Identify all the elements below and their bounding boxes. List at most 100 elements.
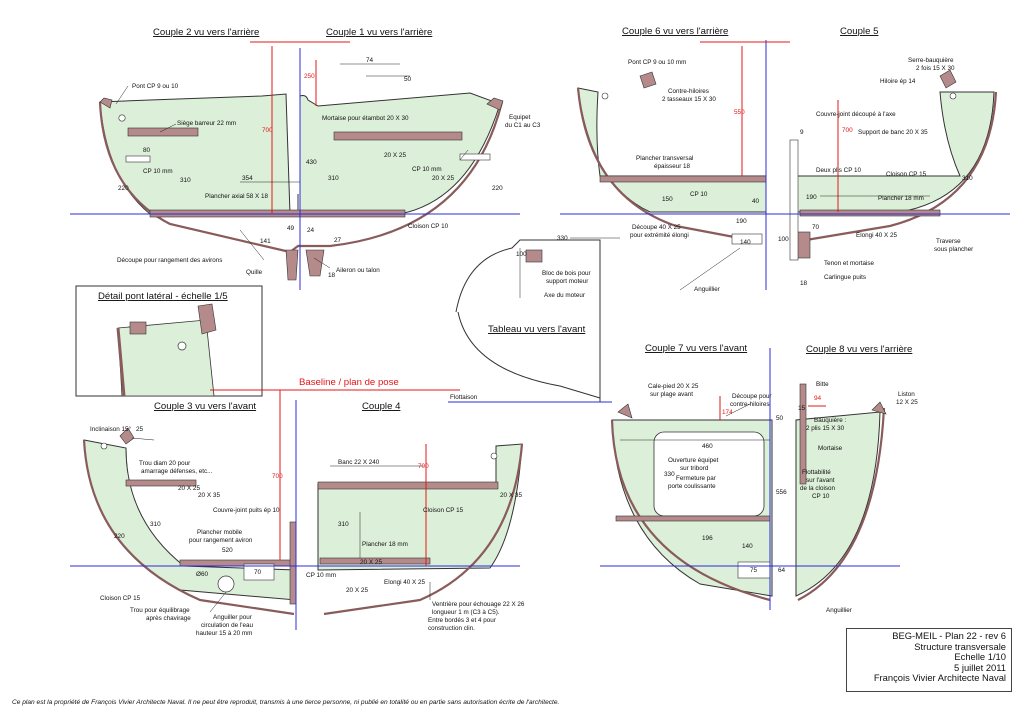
label-cloison-cp15-c5: Cloison CP 15 [886,171,927,178]
dim-700-c3: 700 [272,473,283,480]
tableau-profile [448,239,612,403]
label-equipet2: du C1 au C3 [505,122,541,129]
dim-70-c3: 70 [254,569,262,576]
dim-520: 520 [222,547,233,554]
label-tasseaux: 2 tasseaux 15 X 30 [662,96,716,103]
title-couple-4: Couple 4 [362,401,401,412]
label-cale-pied: Cale-pied 20 X 25 [648,383,699,390]
dimension-labels: 74 50 430 80 310 310 220 220 354 49 24 1… [114,57,973,594]
red-dimension-labels: 250 700 550 700 700 700 174 94 [262,73,853,480]
dim-20x35-c3: 20 X 35 [198,492,220,499]
label-couvre-joint-axe: Couvre-joint découpé à l'axe [816,111,896,118]
label-couvre-joint-puits: Couvre-joint puits ép 10 [213,507,280,514]
label-decoupe-ch2: contre-hiloires [730,401,770,408]
dim-50-c8: 50 [776,415,784,422]
label-anguiller-circ3: hauteur 15 à 20 mm [196,630,252,637]
label-plancher-axial: Plancher axial 58 X 18 [205,193,269,200]
label-cp10mm-c1: CP 10 mm [412,166,442,173]
label-decoupe-40x25: Découpe 40 X 25 [632,224,681,231]
title-couple-7: Couple 7 vu vers l'avant [645,343,747,354]
waterlines [70,40,1010,630]
label-plage-avant: sur plage avant [650,391,693,398]
label-siege: Siège barreur 22 mm [177,120,236,127]
dim-100: 100 [778,236,789,243]
label-extremite-elongi: pour extrémité élongi [630,232,689,239]
label-liston2: 12 X 25 [896,399,918,406]
dim-700-c4: 700 [418,463,429,470]
label-sous-plancher: sous plancher [934,246,973,253]
dim-220-c3: 220 [114,533,125,540]
label-elongi-c5: Elongi 40 X 25 [856,232,897,239]
dim-310-c2: 310 [180,177,191,184]
label-plancher18-c4: Plancher 18 mm [362,541,408,548]
label-decoupe-avirons: Découpe pour rangement des avirons [117,257,222,264]
title-block: BEG-MEIL - Plan 22 - rev 6 Structure tra… [846,628,1012,692]
label-cloison-cp10: Cloison CP 10 [408,223,449,230]
dim-25: 25 [136,426,144,433]
dim-70-c5: 70 [812,224,820,231]
dim-310-c3: 310 [150,521,161,528]
label-bloc-bois: Bloc de bois pour [542,270,591,277]
label-ventriere: Ventrière pour échouage 22 X 26 [432,601,525,608]
label-ouverture: Ouverture équipet [668,457,719,464]
label-ouverture2: sur tribord [680,465,709,472]
title-couple-2: Couple 2 vu vers l'arrière [153,27,259,38]
label-ventriere2: longueur 1 m (C3 à C5). [432,609,500,616]
dim-174: 174 [722,409,733,416]
label-quille: Quille [246,269,263,276]
label-hiloire: Hiloire ép 14 [880,78,916,85]
dim-141: 141 [260,238,271,245]
title-detail: Détail pont latéral - échelle 1/5 [98,291,228,302]
title-couple-5: Couple 5 [840,26,878,37]
dim-700-c5: 700 [842,127,853,134]
title-couple-3: Couple 3 vu vers l'avant [154,401,256,412]
label-anguiller-circ: Anguiller pour [213,614,252,621]
label-plancher-mobile: Plancher mobile [197,529,243,536]
dim-9: 9 [800,129,804,136]
label-elongi-c4: Elongi 40 X 25 [384,579,425,586]
dim-310-c4: 310 [338,521,349,528]
label-ventriere4: construction clin. [428,625,475,632]
title-couple-6: Couple 6 vu vers l'arrière [622,26,728,37]
label-anguiller-circ2: circulation de l'eau [201,622,253,629]
dim-150: 150 [662,196,673,203]
red-reference-lines [210,41,839,566]
label-aileron: Aileron ou talon [336,267,380,274]
dim-354: 354 [242,175,253,182]
label-pont-cp: Pont CP 9 ou 10 [132,83,179,90]
leader-lines [115,63,930,613]
label-support-moteur: support moteur [546,278,588,285]
dim-74: 74 [366,57,374,64]
label-serre-b2: 2 fois 15 X 30 [916,65,955,72]
label-tenon: Tenon et mortaise [824,260,875,267]
label-ouverture3: Fermeture par [676,475,716,482]
dim-190-c6: 190 [736,218,747,225]
label-flottabilite4: CP 10 [812,493,830,500]
label-mortaise-c8: Mortaise [818,445,843,452]
copyright-notice: Ce plan est la propriété de François Viv… [12,699,560,706]
label-bitte: Bitte [816,381,829,388]
dim-430: 430 [306,159,317,166]
label-liston: Liston [898,391,915,398]
label-plancher-mobile2: pour rangement aviron [189,537,253,544]
dim-330: 330 [557,235,568,242]
title-couple-1: Couple 1 vu vers l'arrière [326,27,432,38]
title-baseline: Baseline / plan de pose [299,377,399,388]
dim-460: 460 [702,443,713,450]
annotations: Pont CP 9 ou 10 Siège barreur 22 mm Mort… [90,57,973,637]
dim-310-c1: 310 [328,175,339,182]
label-trou-equilibrage2: après chavirage [146,615,191,622]
dim-140-c6: 140 [740,239,751,246]
label-contre-hiloires: Contre-hiloires [668,88,709,95]
title-line-author: François Vivier Architecte Naval [873,672,1006,684]
detail-pont-lateral [75,285,263,397]
label-plancher18-c5: Plancher 18 mm [878,195,924,202]
dim-20x25-c1b: 20 X 25 [432,175,454,182]
label-banc: Banc 22 X 240 [338,459,380,466]
label-inclinaison: Inclinaison 15° [90,425,132,433]
dim-550: 550 [734,109,745,116]
label-trou-diam: Trou diam 20 pour [139,460,190,467]
dim-196: 196 [702,535,713,542]
